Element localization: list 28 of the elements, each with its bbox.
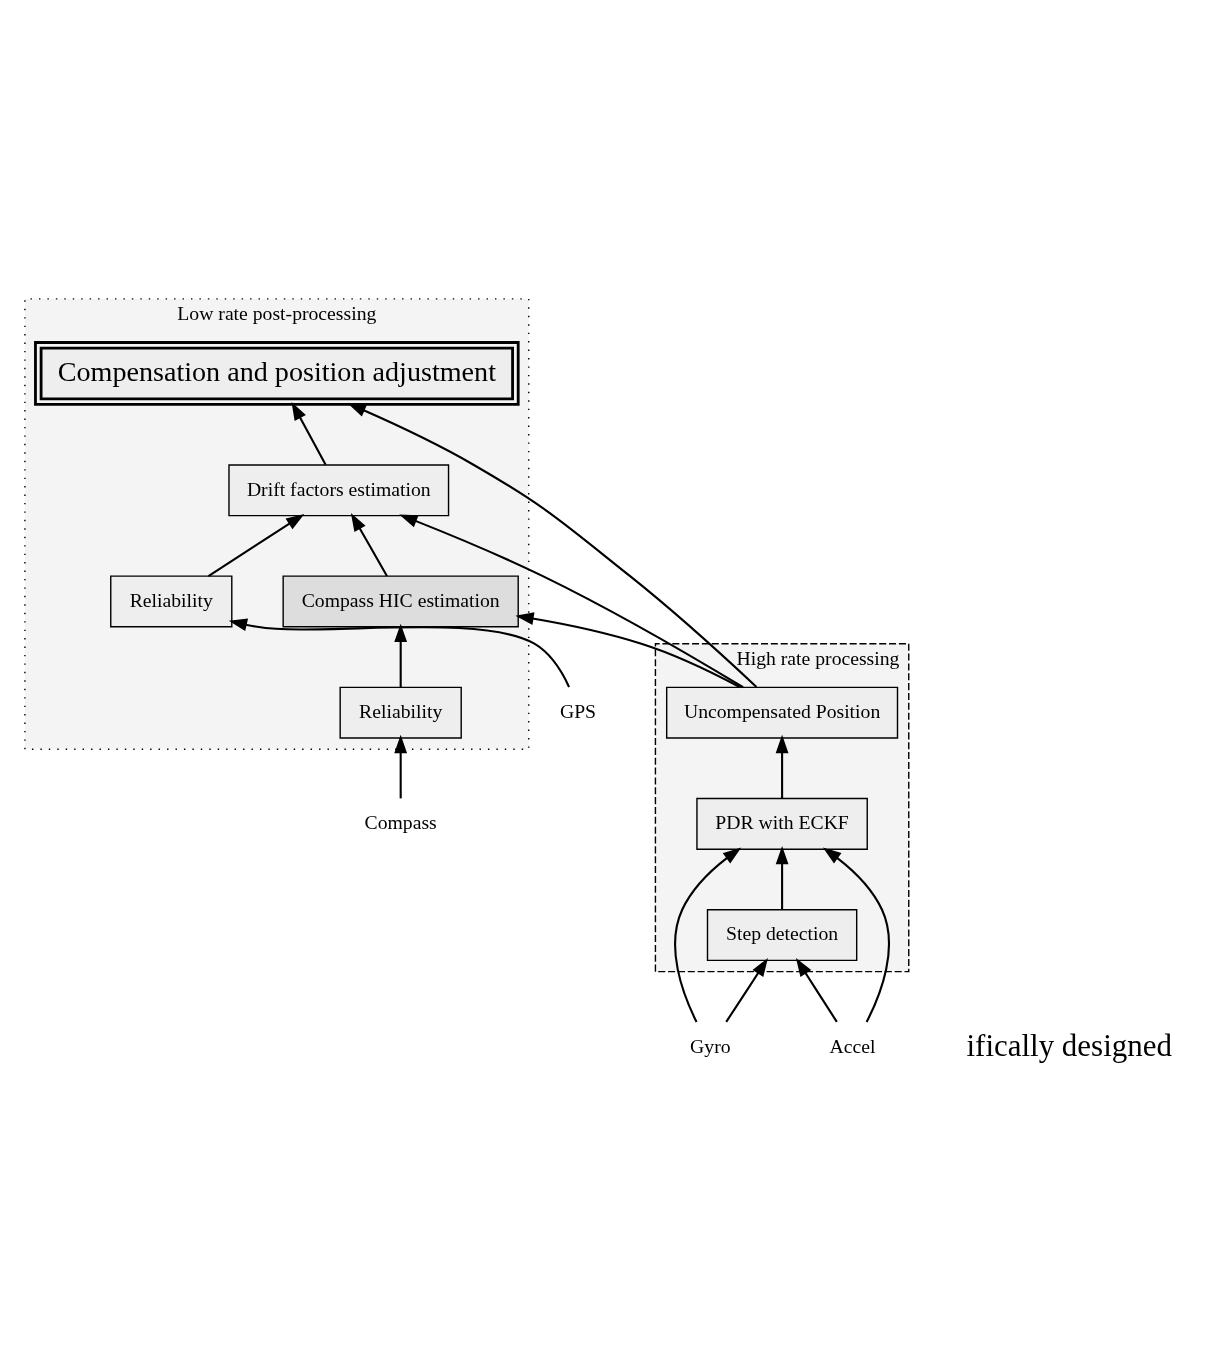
node-box: PDR with ECKF	[696, 797, 868, 850]
arrow	[394, 734, 408, 798]
arrow	[350, 512, 388, 577]
arrow	[347, 402, 758, 688]
arrow	[394, 623, 408, 687]
arrow	[775, 734, 789, 798]
arrow	[228, 618, 570, 687]
label: ifically designed	[966, 1027, 1172, 1063]
arrow	[822, 847, 890, 1022]
node-box: Reliability	[339, 686, 462, 739]
node-box: Compensation and position adjustment	[34, 340, 520, 406]
node-box: Reliability	[110, 574, 233, 627]
node-text: Compass	[364, 810, 437, 833]
node-box: Drift factors estimation	[228, 463, 450, 516]
node-text: Accel	[829, 1034, 876, 1057]
arrow	[674, 847, 742, 1022]
arrow	[725, 957, 768, 1022]
node-box: Compass HIC estimation	[282, 574, 519, 627]
arrow	[515, 611, 741, 688]
arrow	[775, 845, 789, 910]
node-text: GPS	[559, 699, 597, 722]
node-box: Uncompensated Position	[666, 686, 899, 739]
arrow	[399, 513, 744, 688]
node-box: Step detection	[706, 908, 858, 961]
arrow	[795, 957, 838, 1022]
arrow	[291, 401, 327, 465]
arrow	[207, 513, 305, 577]
node-text: Gyro	[690, 1034, 731, 1057]
